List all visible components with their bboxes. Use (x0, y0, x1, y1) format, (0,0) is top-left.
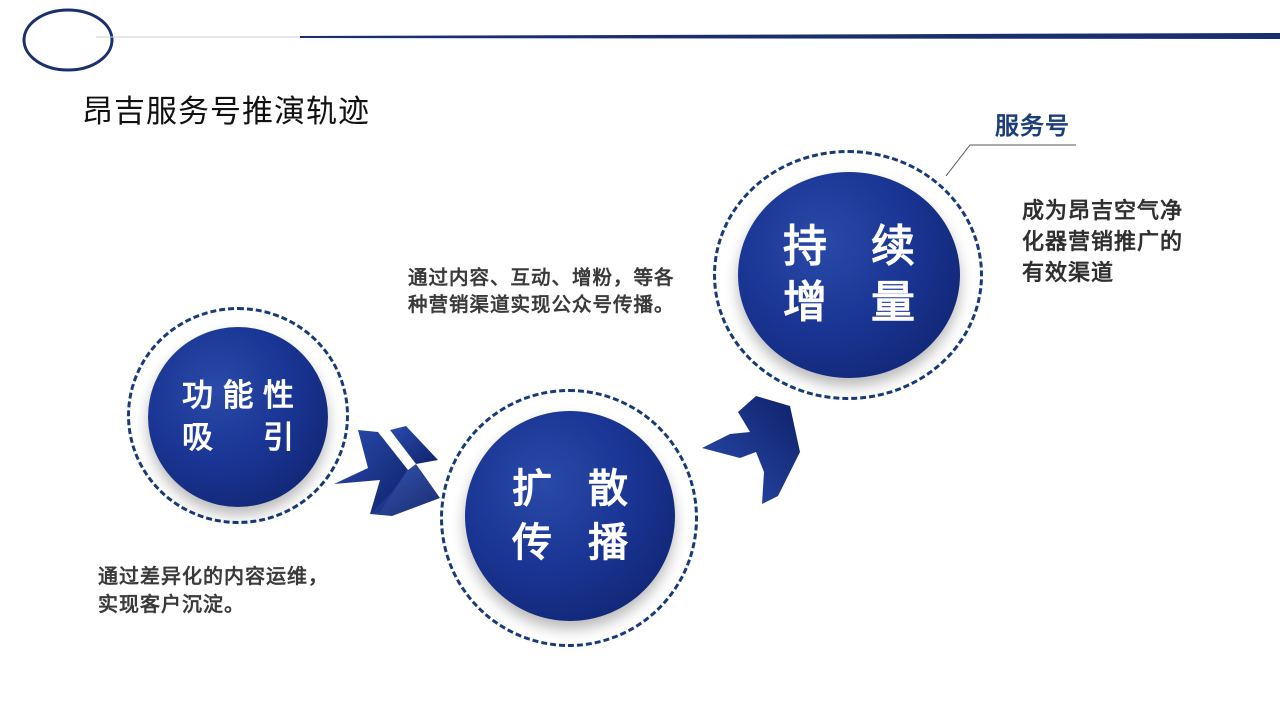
step3-ring (713, 150, 983, 400)
service-label: 服务号 (995, 112, 1070, 140)
oval-logo-icon (22, 8, 114, 72)
step1-ring (127, 307, 349, 524)
char: 功 (182, 378, 213, 414)
chevron-up-right-icon (702, 396, 800, 504)
char: 引 (263, 420, 294, 456)
char: 量 (871, 277, 915, 328)
step2-line1: 扩 散 (512, 462, 628, 516)
page-title: 昂吉服务号推演轨迹 (82, 94, 370, 130)
char: 性 (263, 378, 294, 414)
step1-description: 通过差异化的内容运维，实现客户沉淀。 (98, 564, 329, 616)
step2-ring (440, 389, 698, 647)
step2-description: 通过内容、互动、增粉，等各种营销渠道实现公众号传播。 (408, 266, 675, 316)
header-decoration (22, 8, 1280, 72)
callout-line (945, 144, 1076, 177)
step3-line2: 增 量 (783, 275, 915, 331)
char: 能 (222, 378, 254, 414)
header-rule (300, 33, 1280, 39)
step2-circle: 扩 散 传 播 (465, 411, 675, 621)
step1-line2: 吸 引 (182, 417, 294, 459)
step1-circle: 功 能 性 吸 引 (148, 327, 328, 507)
char: 散 (588, 466, 628, 512)
char: 播 (588, 520, 628, 566)
char: 传 (512, 520, 552, 566)
step2-line2: 传 播 (512, 516, 628, 570)
char: 持 (783, 221, 827, 272)
step3-circle: 持 续 增 量 (738, 172, 960, 378)
step3-description: 成为昂吉空气净化器营销推广的有效渠道 (1022, 199, 1184, 286)
char: 扩 (512, 466, 552, 512)
char: 续 (871, 221, 915, 272)
step3-line1: 持 续 (783, 219, 915, 275)
step1-line1: 功 能 性 (182, 375, 294, 417)
char: 增 (783, 277, 827, 328)
chevron-right-icon (334, 426, 440, 516)
char: 吸 (182, 420, 213, 456)
